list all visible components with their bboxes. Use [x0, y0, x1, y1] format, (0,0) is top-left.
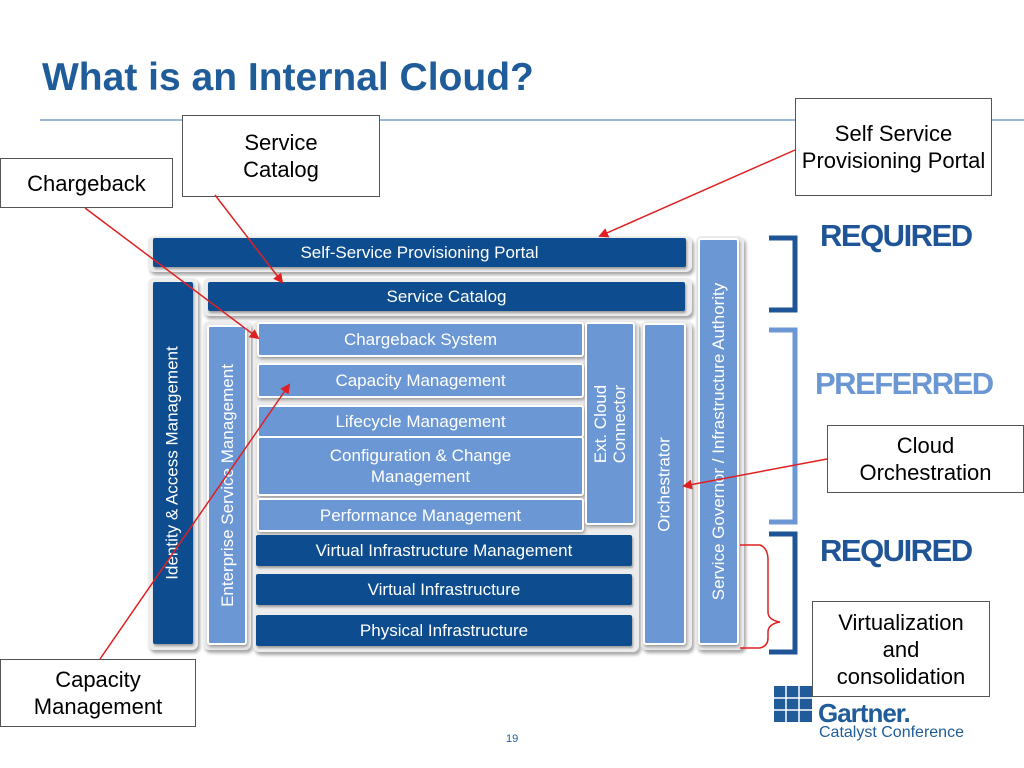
self-service-portal-block: Self-Service Provisioning Portal [153, 238, 686, 267]
logo-name: Gartner. [818, 698, 911, 728]
slide-title: What is an Internal Cloud? [42, 56, 534, 99]
service-catalog-block: Service Catalog [208, 282, 685, 311]
page-number: 19 [506, 733, 519, 745]
virtual-infra-mgmt-block: Virtual Infrastructure Management [256, 535, 632, 566]
arrow-self-service [598, 149, 796, 238]
chargeback-system-block: Chargeback System [257, 322, 584, 357]
preferred-label: PREFERRED [815, 366, 994, 401]
callout-self-service: Self Service Provisioning Portal [795, 98, 992, 196]
identity-access-block: Identity & Access Management [153, 282, 193, 644]
performance-management-block: Performance Management [257, 498, 584, 532]
virtual-infra-block: Virtual Infrastructure [256, 574, 632, 605]
required-top-label: REQUIRED [820, 218, 973, 253]
enterprise-service-block: Enterprise Service Management [207, 325, 247, 645]
ext-cloud-connector-block: Ext. Cloud Connector [585, 322, 635, 525]
arrow-orchestration [682, 458, 828, 490]
arrow-capacity [99, 383, 291, 660]
callout-chargeback: Chargeback [0, 158, 173, 208]
callout-cloud-orchestration: Cloud Orchestration [827, 425, 1024, 493]
bracket-red [740, 544, 781, 649]
gartner-logo-icon [774, 686, 812, 722]
callout-virtualization: Virtualization and consolidation [812, 601, 990, 697]
bracket-preferred [769, 327, 798, 525]
arrow-service-catalog [214, 194, 284, 284]
physical-infra-block: Physical Infrastructure [256, 615, 632, 646]
logo-subtitle: Catalyst Conference [819, 724, 964, 741]
callout-service-catalog: Service Catalog [182, 115, 380, 197]
capacity-management-block: Capacity Management [257, 363, 584, 398]
required-bottom-label: REQUIRED [820, 533, 973, 568]
callout-capacity-management: Capacity Management [0, 659, 196, 727]
configuration-change-block: Configuration & Change Management [257, 436, 584, 496]
bracket-required-bottom [769, 531, 798, 655]
title-rule [40, 119, 1024, 121]
service-governor-block: Service Governor / Infrastructure Author… [698, 238, 739, 645]
bracket-required-top [769, 235, 798, 313]
arrow-chargeback [84, 207, 260, 340]
